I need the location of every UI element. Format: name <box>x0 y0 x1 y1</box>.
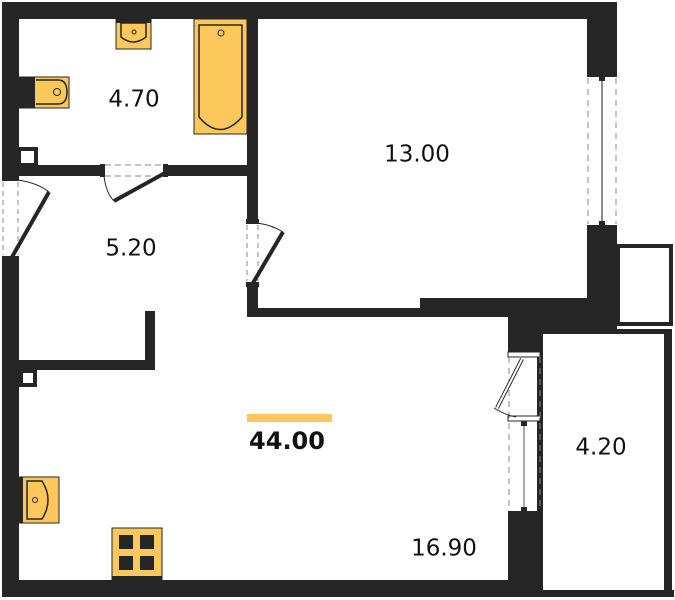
washbasin-icon <box>115 18 152 50</box>
stove-icon <box>111 527 163 581</box>
bathtub-icon <box>193 18 248 135</box>
hallway-area-label: 5.20 <box>105 235 157 262</box>
entry-door <box>2 176 51 261</box>
bedroom-area-label: 13.00 <box>384 141 450 168</box>
bedroom-window <box>587 72 617 230</box>
bathroom-area-label: 4.70 <box>108 86 160 113</box>
bathroom-door <box>100 164 168 203</box>
toilet-icon <box>18 76 70 109</box>
living-kitchen-area-label: 16.90 <box>411 535 477 562</box>
balcony-area-label: 4.20 <box>575 434 627 461</box>
kitchen-sink-icon <box>18 476 60 524</box>
balcony-door <box>493 351 541 516</box>
total-area-label: 44.00 <box>249 427 325 455</box>
total-area-accent-bar <box>247 414 332 422</box>
bedroom-door <box>246 219 285 287</box>
